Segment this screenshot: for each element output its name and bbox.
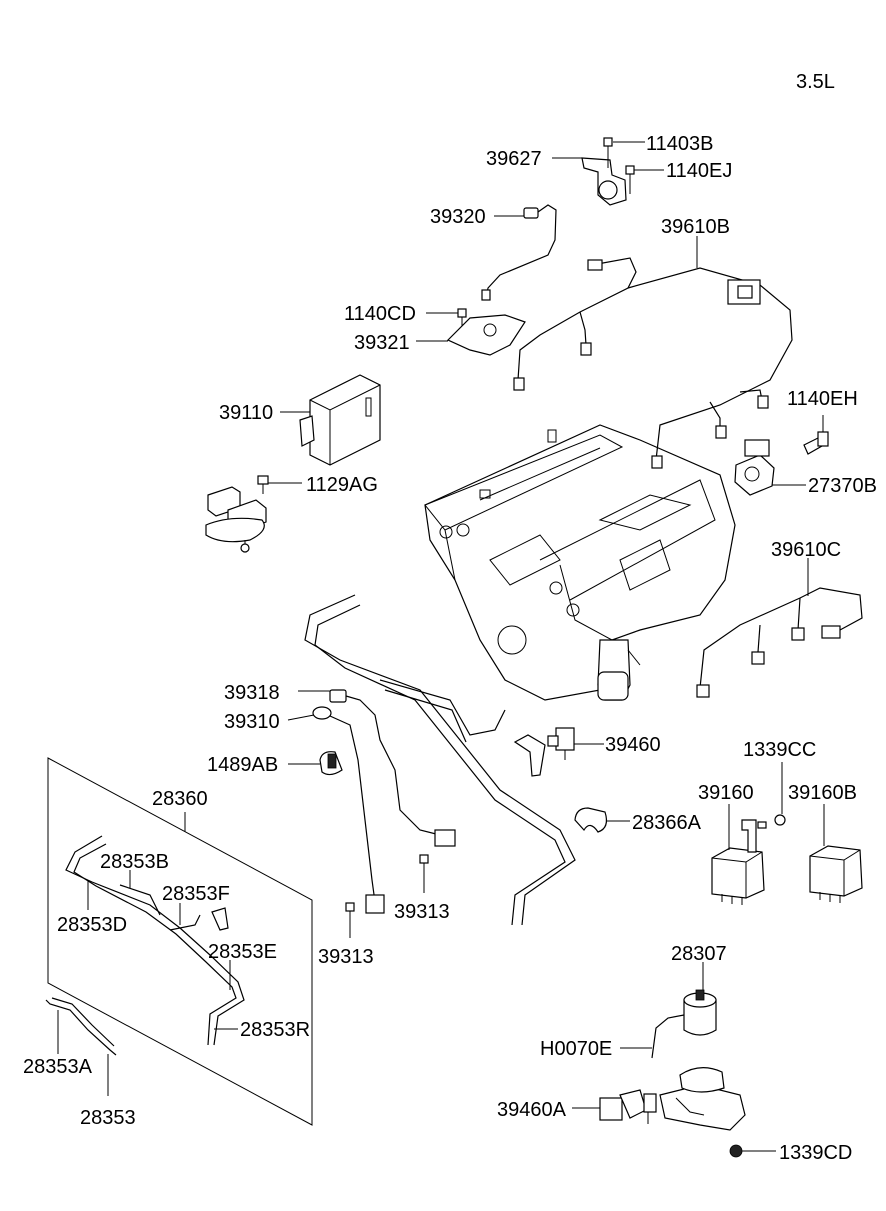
bolt-1140EH xyxy=(803,415,829,455)
vapor-hoses xyxy=(304,594,576,926)
callout-39627: 39627 xyxy=(486,148,542,170)
callout-39310: 39310 xyxy=(224,711,280,733)
engine-label: 3.5L xyxy=(796,71,835,93)
relay-39160B xyxy=(809,845,863,903)
callout-39318: 39318 xyxy=(224,682,280,704)
callout-28353R: 28353R xyxy=(240,1019,310,1041)
callout-39321: 39321 xyxy=(354,332,410,354)
clip-1489AB xyxy=(319,751,343,776)
bracket-39627 xyxy=(581,137,635,206)
callout-11403B: 11403B xyxy=(646,133,713,155)
callout-28307: 28307 xyxy=(671,943,727,965)
callout-39313-b: 39313 xyxy=(394,901,450,923)
wiring-harness-39610B xyxy=(513,257,793,469)
solenoid-39460A xyxy=(599,1067,746,1131)
sensor-27370B xyxy=(734,439,775,496)
sensor-39318 xyxy=(329,689,456,847)
sensor-cable-39320 xyxy=(481,204,557,301)
hose-group-frame-28360 xyxy=(47,757,313,1126)
hose-assembly-28353 xyxy=(65,835,245,1046)
bolt-39313-a xyxy=(345,902,355,938)
wiring-harness-39610C xyxy=(696,587,863,698)
callout-1339CC: 1339CC xyxy=(743,739,816,761)
callout-1140EJ: 1140EJ xyxy=(666,160,732,182)
callout-28353A: 28353A xyxy=(23,1056,93,1078)
callout-39320: 39320 xyxy=(430,206,486,228)
callout-39610C: 39610C xyxy=(771,539,841,561)
callout-1489AB: 1489AB xyxy=(207,754,278,776)
filter-28307 xyxy=(651,989,717,1059)
callout-H0070E: H0070E xyxy=(540,1038,612,1060)
pipe-28353A xyxy=(45,997,117,1056)
callout-1140EH: 1140EH xyxy=(787,388,858,410)
callout-28366A: 28366A xyxy=(632,812,702,834)
control-module-39110 xyxy=(299,374,381,466)
callout-39110: 39110 xyxy=(219,402,273,424)
nut-1339CC xyxy=(774,762,786,826)
sensor-1129AG xyxy=(205,475,269,553)
solenoid-39460 xyxy=(513,727,575,777)
relay-39160 xyxy=(711,819,767,905)
callout-1339CD: 1339CD xyxy=(779,1142,852,1164)
callout-1140CD: 1140CD xyxy=(344,303,416,325)
callout-1129AG: 1129AG xyxy=(306,474,378,496)
clamp-28366A xyxy=(574,807,608,833)
callout-28353F: 28353F xyxy=(162,883,230,905)
callout-28353: 28353 xyxy=(80,1107,136,1129)
engine-block xyxy=(424,424,736,701)
bolt-39313-b xyxy=(419,854,429,893)
callout-39160B: 39160B xyxy=(788,782,857,804)
callout-28360: 28360 xyxy=(152,788,208,810)
sensor-39310 xyxy=(312,706,385,914)
callout-39160: 39160 xyxy=(698,782,754,804)
callout-39460A: 39460A xyxy=(497,1099,567,1121)
callout-39610B: 39610B xyxy=(661,216,730,238)
callout-28353D: 28353D xyxy=(57,914,127,936)
callout-28353E: 28353E xyxy=(208,941,277,963)
callout-39460: 39460 xyxy=(605,734,661,756)
callout-27370B: 27370B xyxy=(808,475,877,497)
bracket-39321 xyxy=(446,308,526,356)
callout-39313-a: 39313 xyxy=(318,946,374,968)
callout-28353B: 28353B xyxy=(100,851,169,873)
nut-1339CD xyxy=(729,1144,743,1158)
